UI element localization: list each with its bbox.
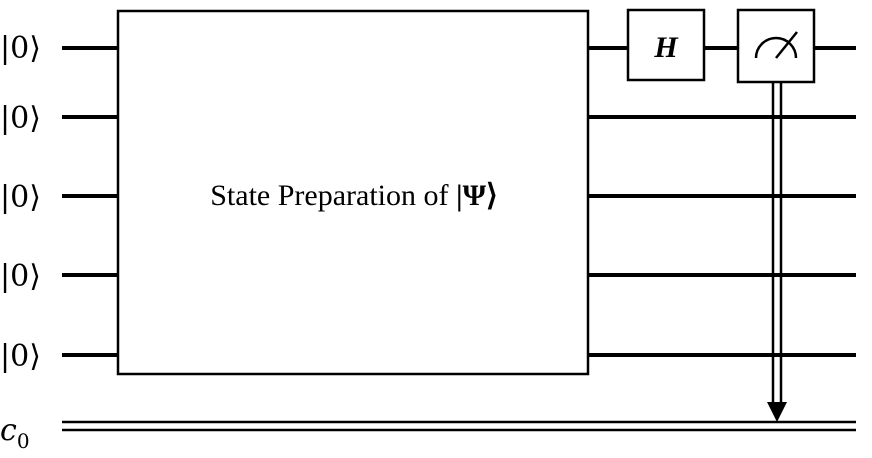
classical-register-label: c0 [0, 413, 30, 453]
psi-ket: |Ψ⟩ [456, 179, 498, 212]
classical-label-c: c [0, 413, 17, 448]
state-preparation-text: State Preparation of [210, 179, 456, 212]
qubit-label-0: |0⟩ [0, 31, 41, 66]
qubit-label-1: |0⟩ [0, 101, 41, 136]
meter-icon [754, 31, 798, 59]
classical-label-subscript: 0 [17, 429, 30, 453]
qubit-wires [62, 46, 856, 357]
qubit-label-4: |0⟩ [0, 339, 41, 374]
measurement-connector [771, 82, 783, 404]
hadamard-gate [626, 8, 706, 82]
state-preparation-block [116, 9, 590, 376]
qubit-label-2: |0⟩ [0, 180, 41, 215]
meter-arc [754, 36, 798, 59]
measurement-gate [736, 8, 816, 84]
measurement-arrow-head [767, 402, 787, 422]
state-preparation-label: State Preparation of |Ψ⟩ [210, 179, 497, 212]
qubit-label-3: |0⟩ [0, 259, 41, 294]
hadamard-gate-label: H [653, 31, 679, 64]
meter-needle [775, 31, 798, 59]
classical-wire [62, 420, 856, 432]
